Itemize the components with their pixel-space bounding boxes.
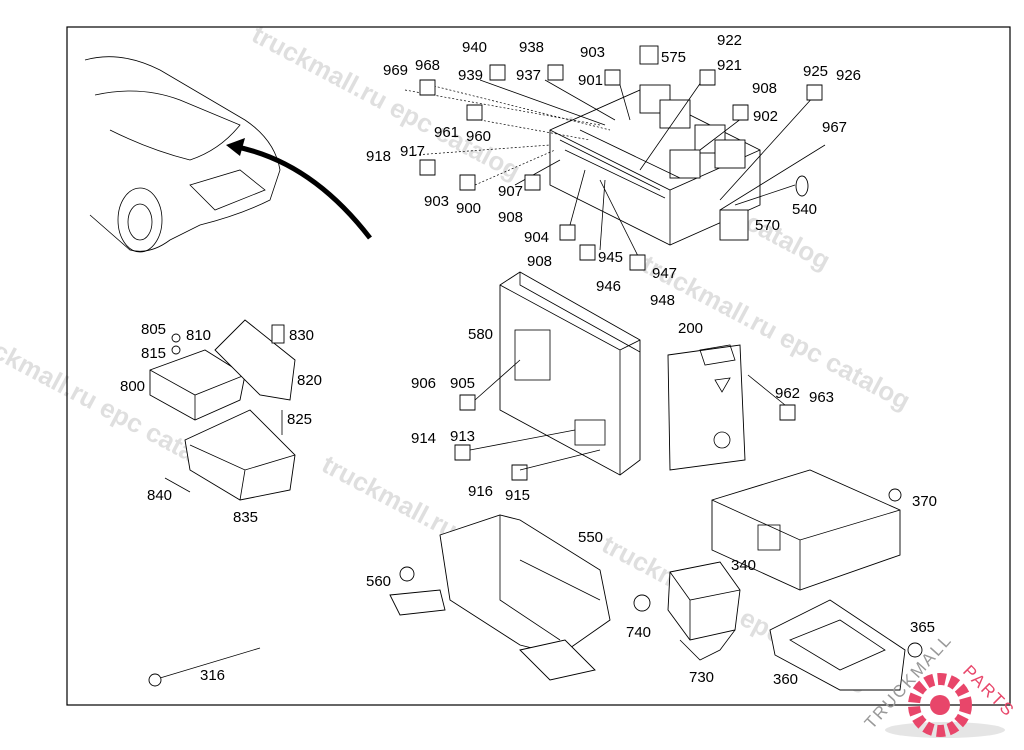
connectors [419,45,823,481]
part-label: 947 [652,265,677,282]
part-label: 918 [366,148,391,165]
part-label: 960 [466,128,491,145]
diagram-frame [66,26,1011,706]
part-label: 370 [912,493,937,510]
part-label: 730 [689,669,714,686]
part-label: 962 [775,385,800,402]
part-label: 961 [434,124,459,141]
part-label: 907 [498,183,523,200]
part-label: 939 [458,67,483,84]
cable-316 [148,647,261,687]
part-label: 908 [498,209,523,226]
part-label: 316 [200,667,225,684]
part-label: 938 [519,39,544,56]
part-label: 800 [120,378,145,395]
part-label: 815 [141,345,166,362]
part-label: 840 [147,487,172,504]
part-label: 908 [527,253,552,270]
module-200 [667,344,786,471]
part-label: 922 [717,32,742,49]
part-label: 968 [415,57,440,74]
part-label: 915 [505,487,530,504]
part-label: 365 [910,619,935,636]
part-label: 902 [753,108,778,125]
bracket-550 [389,514,611,681]
part-label: 926 [836,67,861,84]
bracket-assembly [149,319,296,501]
part-label: 908 [752,80,777,97]
control-unit-580 [469,271,641,476]
part-label: 903 [580,44,605,61]
part-label: 906 [411,375,436,392]
part-label: 540 [792,201,817,218]
part-label: 200 [678,320,703,337]
part-label: 740 [626,624,651,641]
part-label: 937 [516,67,541,84]
part-label: 948 [650,292,675,309]
part-label: 560 [366,573,391,590]
part-label: 570 [755,217,780,234]
car-illustration [84,56,372,253]
part-label: 360 [773,671,798,688]
module-730 [633,561,741,661]
part-label: 903 [424,193,449,210]
part-label: 900 [456,200,481,217]
part-label: 340 [731,557,756,574]
part-label: 917 [400,143,425,160]
part-label: 580 [468,326,493,343]
part-label: 940 [462,39,487,56]
part-label: 963 [809,389,834,406]
part-label: 805 [141,321,166,338]
part-label: 913 [450,428,475,445]
part-labels: 940 938 903 575 922 921 969 968 939 937 … [120,32,937,688]
part-label: 969 [383,62,408,79]
part-label: 901 [578,72,603,89]
fuse-relay-box [404,74,826,261]
part-label: 835 [233,509,258,526]
part-label: 575 [661,49,686,66]
part-label: 921 [717,57,742,74]
part-label: 825 [287,411,312,428]
module-340 [711,469,902,591]
part-label: 810 [186,327,211,344]
part-label: 904 [524,229,549,246]
part-label: 925 [803,63,828,80]
part-label: 916 [468,483,493,500]
bracket-360 [769,599,923,691]
part-label: 945 [598,249,623,266]
part-label: 550 [578,529,603,546]
part-label: 905 [450,375,475,392]
part-label: 914 [411,430,436,447]
part-label: 830 [289,327,314,344]
part-label: 820 [297,372,322,389]
part-label: 967 [822,119,847,136]
part-label: 946 [596,278,621,295]
